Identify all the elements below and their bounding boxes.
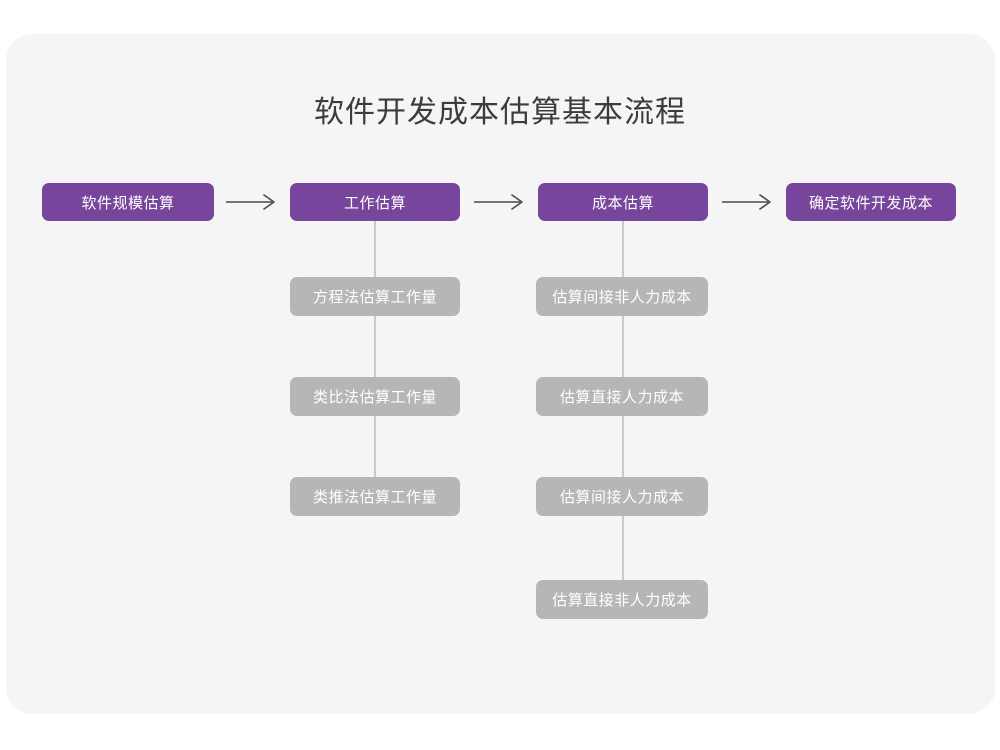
flow-node-label: 软件规模估算	[81, 193, 175, 212]
branch-node-label: 估算直接人力成本	[559, 388, 684, 406]
branch-node-cost-1[interactable]: 估算间接非人力成本	[536, 277, 708, 316]
flow-arrow-3	[720, 190, 776, 214]
branch-node-cost-4[interactable]: 估算直接非人力成本	[536, 580, 708, 619]
branch-node-label: 估算间接非人力成本	[552, 288, 692, 306]
flow-node-step-2[interactable]: 工作估算	[290, 183, 460, 221]
branch-node-label: 类推法估算工作量	[312, 488, 437, 506]
long-right-arrow-icon	[474, 194, 523, 210]
branch-node-cost-2[interactable]: 估算直接人力成本	[536, 377, 708, 416]
branch-node-cost-3[interactable]: 估算间接人力成本	[536, 477, 708, 516]
branch-node-label: 估算间接人力成本	[559, 488, 684, 506]
flow-arrow-1	[224, 190, 280, 214]
flow-node-label: 工作估算	[343, 193, 406, 212]
diagram-card	[6, 34, 995, 714]
branch-node-label: 方程法估算工作量	[312, 288, 437, 306]
branch-node-work-3[interactable]: 类推法估算工作量	[290, 477, 460, 516]
flow-node-step-4[interactable]: 确定软件开发成本	[786, 183, 956, 221]
long-right-arrow-icon	[722, 194, 771, 210]
flow-node-step-1[interactable]: 软件规模估算	[42, 183, 214, 221]
flow-node-label: 确定软件开发成本	[808, 193, 933, 212]
branch-node-label: 类比法估算工作量	[312, 388, 437, 406]
diagram-title: 软件开发成本估算基本流程	[314, 95, 686, 130]
connector-spine-work	[374, 207, 376, 497]
long-right-arrow-icon	[226, 194, 275, 210]
flow-node-step-3[interactable]: 成本估算	[538, 183, 708, 221]
flow-arrow-2	[472, 190, 528, 214]
branch-node-label: 估算直接非人力成本	[552, 591, 692, 609]
branch-node-work-1[interactable]: 方程法估算工作量	[290, 277, 460, 316]
flow-node-label: 成本估算	[591, 193, 654, 212]
branch-node-work-2[interactable]: 类比法估算工作量	[290, 377, 460, 416]
